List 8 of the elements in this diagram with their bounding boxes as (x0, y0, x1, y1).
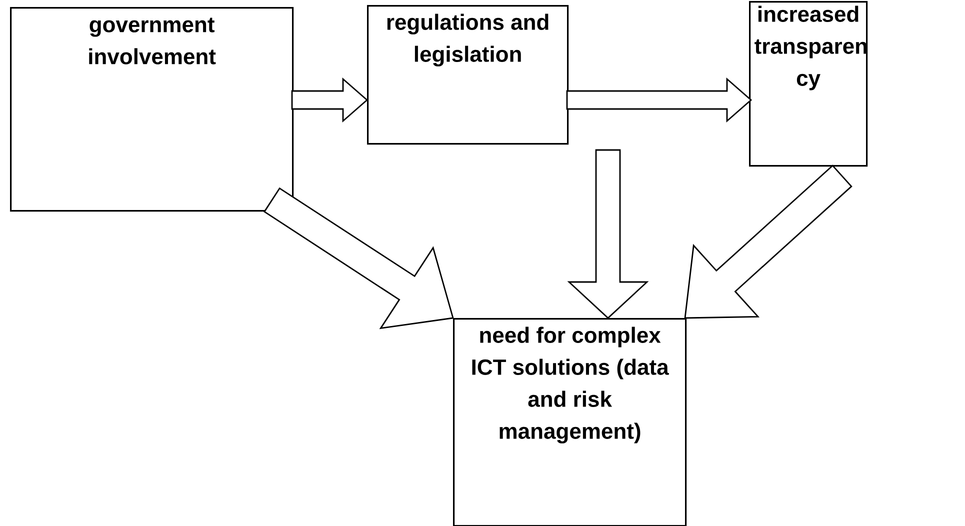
block-arrow (567, 149, 649, 319)
text-box: need for complex ICT solutions (data and risk management) (453, 318, 687, 526)
block-arrow (684, 164, 852, 319)
text-box: regulations and legislation (367, 5, 569, 145)
block-arrow (291, 77, 368, 123)
block-arrow (566, 77, 752, 123)
text-box: increased transparen cy (749, 1, 868, 167)
text-box: government involvement (10, 7, 294, 212)
